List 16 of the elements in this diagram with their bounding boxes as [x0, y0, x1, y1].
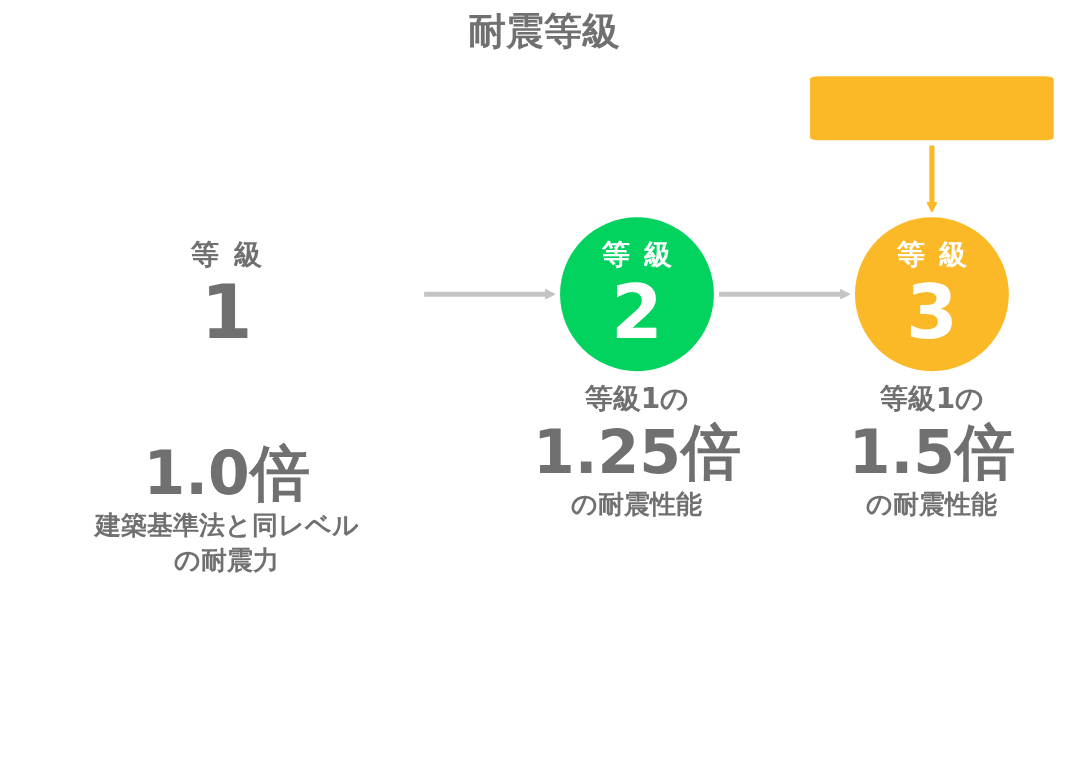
multiplier-value: 1.25倍 — [532, 417, 741, 487]
description-text: 建築基準法と同レベルの耐震力 — [93, 508, 360, 577]
arrow — [926, 145, 938, 213]
description-text: の耐震性能 — [865, 487, 999, 521]
diagram-title: 耐震等級 — [468, 8, 620, 55]
node-text: 等級 1 — [191, 238, 276, 356]
node-circle: 等級 2 — [560, 217, 714, 372]
comparison-text: 等級1の — [584, 381, 690, 418]
node-callout — [810, 76, 1054, 141]
arrow — [424, 288, 556, 300]
comparison-text: 等級1の — [879, 381, 985, 418]
multiplier-value: 1.5倍 — [848, 417, 1016, 487]
node-circle: 等級 3 — [854, 217, 1009, 372]
multiplier-value: 1.0倍 — [143, 438, 310, 508]
arrow — [719, 288, 851, 300]
description-text: の耐震性能 — [570, 487, 704, 521]
